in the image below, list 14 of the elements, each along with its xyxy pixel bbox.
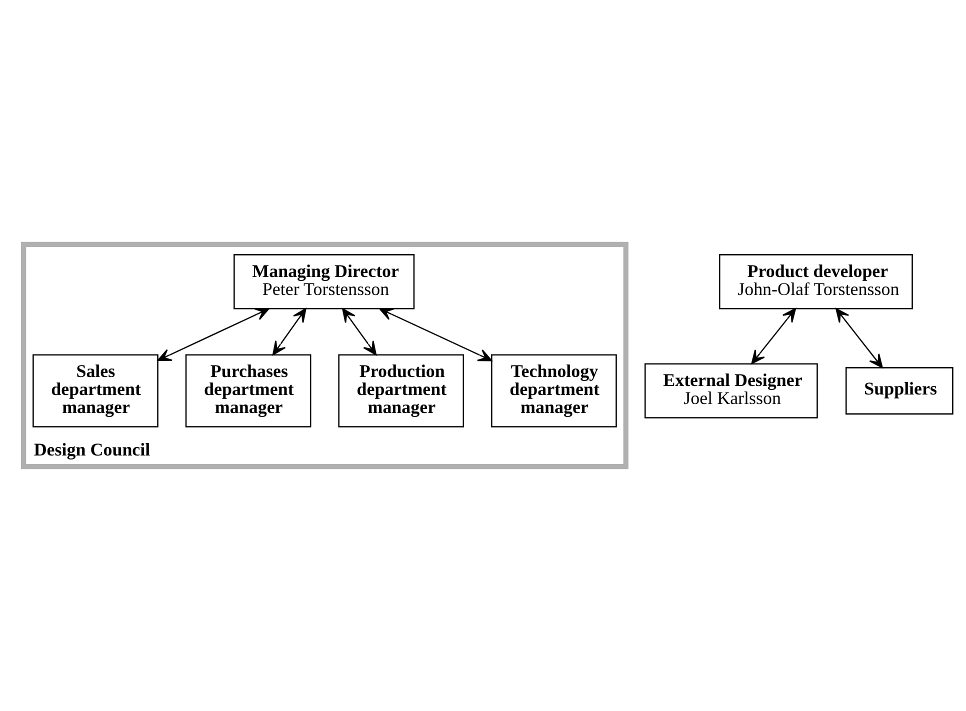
arrow [157, 308, 270, 362]
arrow [836, 308, 883, 368]
node-box: Managing Director Peter Torstensson [234, 254, 415, 310]
node-box: Product developer John-Olaf Torstensson [718, 254, 913, 310]
node-box: Sales department manager [32, 354, 158, 428]
node-box: Production department manager [338, 354, 464, 428]
node-box: Technology department manager [491, 354, 617, 428]
node-box: Purchases department manager [185, 354, 312, 428]
node-box: Suppliers [845, 367, 954, 415]
arrow [751, 308, 796, 364]
arrow [272, 308, 306, 356]
arrow [342, 308, 377, 356]
arrow [379, 308, 492, 362]
node-box: External Designer Joel Karlsson [644, 363, 818, 418]
